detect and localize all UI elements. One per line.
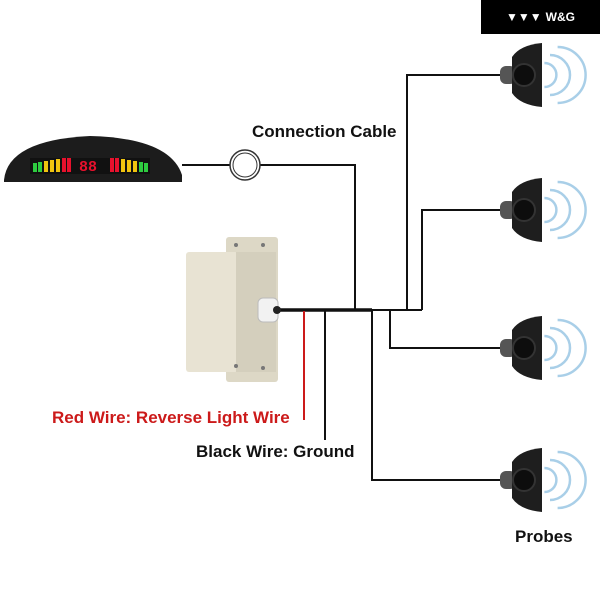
probe-4 bbox=[500, 448, 587, 512]
wire-probe-2 bbox=[421, 209, 500, 310]
probe-sensor-face bbox=[512, 198, 536, 222]
control-box bbox=[186, 237, 281, 382]
wire-probe-4 bbox=[371, 310, 500, 481]
wire-probe-3 bbox=[389, 310, 500, 349]
signal-wave-icon bbox=[557, 450, 587, 510]
brand-logo: ▼▼▼ W&G bbox=[481, 0, 600, 34]
signal-wave-icon bbox=[557, 318, 587, 378]
black-wire-label: Black Wire: Ground bbox=[196, 442, 355, 461]
cable-segment-2 bbox=[260, 164, 356, 310]
signal-wave-icon bbox=[544, 196, 558, 224]
triple-chevron-logo-icon: ▼▼▼ bbox=[506, 10, 542, 24]
display-readout: 88 bbox=[79, 159, 97, 176]
display-unit: 88 bbox=[4, 136, 182, 182]
connection-cable-connector bbox=[229, 149, 261, 181]
probe-sensor-face bbox=[512, 63, 536, 87]
signal-wave-icon bbox=[549, 458, 572, 502]
signal-wave-icon bbox=[557, 180, 587, 240]
connection-cable-label: Connection Cable bbox=[252, 122, 397, 141]
probes-label: Probes bbox=[515, 527, 573, 546]
signal-wave-icon bbox=[557, 45, 587, 105]
probe-sensor-face bbox=[512, 336, 536, 360]
wire-probe-1 bbox=[406, 74, 500, 310]
signal-wave-icon bbox=[544, 466, 558, 494]
signal-wave-icon bbox=[544, 61, 558, 89]
signal-wave-icon bbox=[544, 334, 558, 362]
probe-sensor-face bbox=[512, 468, 536, 492]
probe-1 bbox=[500, 43, 587, 107]
brand-name: W&G bbox=[545, 10, 575, 24]
probes bbox=[500, 43, 587, 512]
wires bbox=[182, 74, 500, 481]
signal-wave-icon bbox=[549, 188, 572, 232]
probe-3 bbox=[500, 316, 587, 380]
led-bar-left bbox=[33, 158, 71, 172]
led-bar-right bbox=[110, 158, 148, 172]
red-wire-label: Red Wire: Reverse Light Wire bbox=[52, 408, 290, 427]
signal-wave-icon bbox=[549, 53, 572, 97]
signal-wave-icon bbox=[549, 326, 572, 370]
probe-2 bbox=[500, 178, 587, 242]
